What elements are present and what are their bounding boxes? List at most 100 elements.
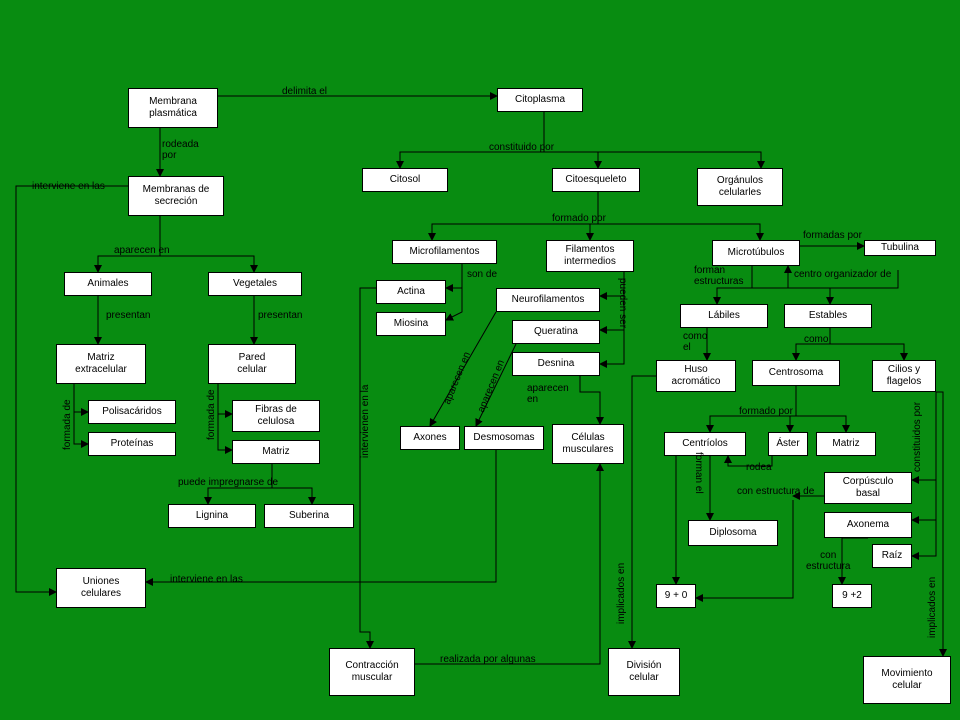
node-axonema: Axonema	[824, 512, 912, 538]
node-desnina: Desnina	[512, 352, 600, 376]
label-formado-por-2: formado por	[739, 406, 793, 417]
node-centrosoma: Centrosoma	[752, 360, 840, 386]
connector-22	[73, 384, 89, 416]
connector-21	[784, 265, 899, 289]
connector-9	[586, 223, 598, 241]
node-axones: Axones	[400, 426, 460, 450]
label-con-estructura-de: con estructura de	[737, 486, 815, 497]
label-con-estructura: con estructura	[806, 550, 851, 572]
node-animales: Animales	[64, 272, 152, 296]
connector-15	[445, 288, 463, 321]
connector-18	[599, 330, 625, 368]
label-presentan-1: presentan	[106, 310, 151, 321]
connector-24	[217, 384, 233, 418]
node-citosol: Citosol	[362, 168, 448, 192]
connector-40	[838, 537, 868, 585]
node-suberina: Suberina	[264, 504, 354, 528]
node-corpusculo-basal: Corpúsculo basal	[824, 472, 912, 504]
node-neurofilamentos: Neurofilamentos	[496, 288, 600, 312]
label-rodeada-por: rodeada por	[162, 139, 199, 161]
node-pared-celular: Pared celular	[208, 344, 296, 384]
node-polisacaridos: Polisacáridos	[88, 400, 176, 424]
label-formada-de-2: formada de	[206, 389, 217, 440]
node-filamentos-intermedios: Filamentos intermedios	[546, 240, 634, 272]
node-membranas-de-secrecion: Membranas de secreción	[128, 176, 224, 216]
node-aster: Áster	[768, 432, 808, 456]
node-contraccion-muscular: Contracción muscular	[329, 648, 415, 696]
node-microfilamentos: Microfilamentos	[392, 240, 497, 264]
connector-31	[579, 376, 604, 425]
connector-45	[272, 487, 316, 505]
node-lignina: Lignina	[168, 504, 256, 528]
connector-28	[830, 343, 908, 361]
label-pueden-ser: pueden ser	[617, 278, 628, 329]
node-uniones-celulares: Uniones celulares	[56, 568, 146, 608]
node-matriz-centrosoma: Matriz	[816, 432, 876, 456]
connector-51	[936, 391, 947, 657]
connector-48	[359, 287, 376, 649]
node-vegetales: Vegetales	[208, 272, 302, 296]
connector-38	[695, 500, 794, 602]
node-queratina: Queratina	[512, 320, 600, 344]
connector-50	[628, 375, 656, 649]
connector-42	[911, 480, 937, 524]
node-raiz: Raíz	[872, 544, 912, 568]
connector-46	[15, 185, 128, 596]
node-matriz-vegetal: Matriz	[232, 440, 320, 464]
connector-14	[445, 264, 463, 292]
node-cilios-y-flagelos: Cilios y flagelos	[872, 360, 936, 392]
connector-27	[792, 328, 831, 361]
node-centriolos: Centríolos	[664, 432, 746, 456]
label-son-de: son de	[467, 269, 498, 280]
connector-20	[752, 287, 834, 305]
node-huso-acromatico: Huso acromático	[656, 360, 736, 392]
label-forman-el: forman el	[693, 452, 704, 494]
label-formado-por-1: formado por	[552, 213, 606, 224]
node-estables: Estables	[784, 304, 872, 328]
node-citoesqueleto: Citoesqueleto	[552, 168, 640, 192]
label-interviene-en-las-1: interviene en las	[32, 181, 105, 192]
connector-29	[429, 311, 497, 427]
label-centro-organizador-de: centro organizador de	[794, 269, 892, 280]
connector-5	[544, 151, 765, 169]
node-membrana-plasmatica: Membrana plasmática	[128, 88, 218, 128]
label-implicados-en-2: implicados en	[927, 576, 938, 638]
node-celulas-musculares: Células musculares	[552, 424, 624, 464]
node-diplosoma: Diplosoma	[688, 520, 778, 546]
node-tubulina: Tubulina	[864, 240, 936, 256]
node-9-mas-0: 9 + 0	[656, 584, 696, 608]
label-realizada-por-algunas: realizada por algunas	[440, 654, 536, 665]
node-movimiento-celular: Movimiento celular	[863, 656, 951, 704]
connector-33	[786, 415, 796, 433]
connector-47	[145, 450, 497, 586]
connector-32	[706, 386, 797, 433]
label-como-el: como el	[683, 331, 708, 353]
connector-19	[713, 266, 753, 305]
label-aparecen-en-1: aparecen en	[114, 245, 170, 256]
label-interviene-en-las-2: interviene en las	[170, 574, 243, 585]
connector-25	[217, 414, 233, 454]
label-rodea: rodea	[746, 462, 772, 473]
node-division-celular: División celular	[608, 648, 680, 696]
connector-49	[415, 463, 604, 665]
connector-8	[428, 192, 599, 241]
node-citoplasma: Citoplasma	[497, 88, 583, 112]
label-intervienen-en-la: intervienen en la	[360, 384, 371, 458]
node-labiles: Lábiles	[680, 304, 768, 328]
node-fibras-de-celulosa: Fibras de celulosa	[232, 400, 320, 432]
connector-23	[73, 412, 89, 448]
connector-34	[796, 415, 850, 433]
label-forman-estructuras: forman estructuras	[694, 265, 744, 287]
connector-44	[204, 464, 273, 505]
connector-43	[911, 520, 937, 560]
node-desmosomas: Desmosomas	[464, 426, 544, 450]
connector-4	[544, 151, 602, 169]
label-implicados-en-1: implicados en	[616, 562, 627, 624]
label-como: como	[804, 334, 829, 345]
label-formadas-por: formadas por	[803, 230, 862, 241]
node-proteinas: Proteínas	[88, 432, 176, 456]
node-organulos-celulares: Orgánulos celularles	[697, 168, 783, 206]
label-formada-de-1: formada de	[62, 399, 73, 450]
